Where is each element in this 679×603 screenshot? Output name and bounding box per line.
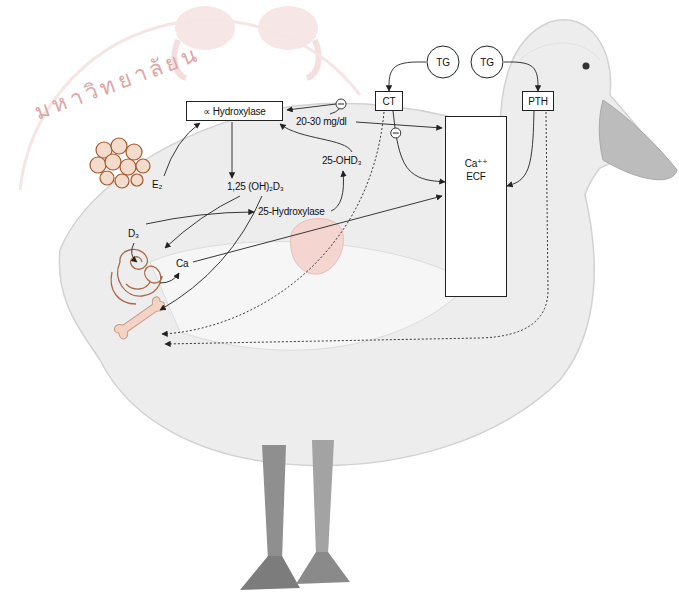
inhibit-symbol <box>338 104 344 105</box>
node-text: ∝ Hydroxylase <box>203 105 265 118</box>
pathway-arrows <box>165 112 548 344</box>
pathway-arrows <box>232 122 233 178</box>
ovary-follicles <box>120 159 136 175</box>
inhibit-symbol <box>336 99 346 109</box>
watermark-text: มหาวิทยาลัยน <box>31 41 204 126</box>
calcium-pool-box: Ca⁺⁺ECF <box>445 116 507 297</box>
pathway-arrows <box>193 196 442 262</box>
enzyme-box: ∝ Hydroxylase <box>186 101 283 121</box>
liver-organ <box>291 219 344 275</box>
duck-beak <box>599 100 677 180</box>
pathway-arrows <box>146 212 254 224</box>
connector-arrow <box>389 62 426 91</box>
node-text: CT <box>383 95 396 108</box>
inhibit-symbol <box>391 128 401 138</box>
intestine-coil <box>111 272 136 304</box>
liver-organ <box>291 219 344 275</box>
duck-legs <box>312 440 334 555</box>
node-text: PTH <box>528 95 547 108</box>
inhibit-symbol <box>336 99 346 109</box>
ovary-follicles <box>105 154 121 170</box>
pathway-arrows <box>280 124 352 152</box>
hormone-box: CT <box>375 91 403 111</box>
node-text: ECF <box>466 170 485 183</box>
inhibit-symbol <box>393 133 399 134</box>
connector-arrow <box>504 62 538 91</box>
duck-body <box>520 43 600 60</box>
pathway-arrows <box>356 122 442 128</box>
connector-arrow <box>393 111 445 182</box>
ovary-follicles <box>90 138 150 188</box>
pathway-arrows <box>160 196 262 310</box>
ovary-follicles <box>115 174 129 188</box>
ovary-follicles <box>136 159 150 173</box>
ovary-follicles <box>131 174 143 186</box>
duck-legs <box>240 556 300 590</box>
intestine-coil <box>118 262 162 296</box>
pathway-arrows <box>162 112 384 334</box>
pathway-arrows <box>331 171 344 211</box>
watermark-seal <box>307 40 319 78</box>
watermark-seal <box>175 6 235 50</box>
bone-shape <box>112 295 168 341</box>
pathway-arrows <box>132 243 137 262</box>
node-text: TG <box>480 56 494 69</box>
ovary-follicles <box>111 138 127 154</box>
hormone-label: E₂ <box>152 179 162 191</box>
intestine-coil <box>111 249 162 304</box>
node-text: TG <box>436 56 450 69</box>
mineral-label: Ca <box>176 258 188 270</box>
ovary-follicles <box>90 157 106 173</box>
circle-outline <box>471 46 503 78</box>
duck-legs <box>262 445 286 560</box>
metabolite-label: 25-OHD₃ <box>322 155 361 167</box>
pathway-arrows <box>287 104 336 110</box>
metabolite-label: 1,25 (OH)₂D₃ <box>227 181 284 193</box>
enzyme-label: 25-Hydroxylase <box>258 206 325 218</box>
hormone-box: PTH <box>522 91 554 111</box>
ovary-follicles <box>100 171 114 185</box>
range-label: 20-30 mg/dl <box>296 116 347 128</box>
gland-circle: TG <box>426 45 460 79</box>
duck-eye <box>583 63 590 70</box>
bone-shape <box>112 295 168 341</box>
connector-arrow <box>507 111 534 186</box>
ovary-follicles <box>126 144 142 160</box>
duck-legs <box>296 552 350 584</box>
duck-legs <box>240 440 350 590</box>
gland-circle: TG <box>470 45 504 79</box>
circle-outline <box>427 46 459 78</box>
pathway-arrows <box>132 104 548 344</box>
vitamin-label: D₃ <box>128 228 139 240</box>
pathway-arrows <box>164 123 200 176</box>
intestine-coil <box>126 282 150 289</box>
intestine-coil <box>120 249 148 269</box>
pathway-arrows <box>160 273 179 283</box>
pathway-arrows <box>165 196 240 248</box>
duck-beak <box>599 100 677 180</box>
duck-eye <box>583 63 590 70</box>
node-text: Ca⁺⁺ <box>465 157 488 170</box>
inhibit-symbol <box>391 128 401 138</box>
pathway-arrows <box>330 109 339 114</box>
